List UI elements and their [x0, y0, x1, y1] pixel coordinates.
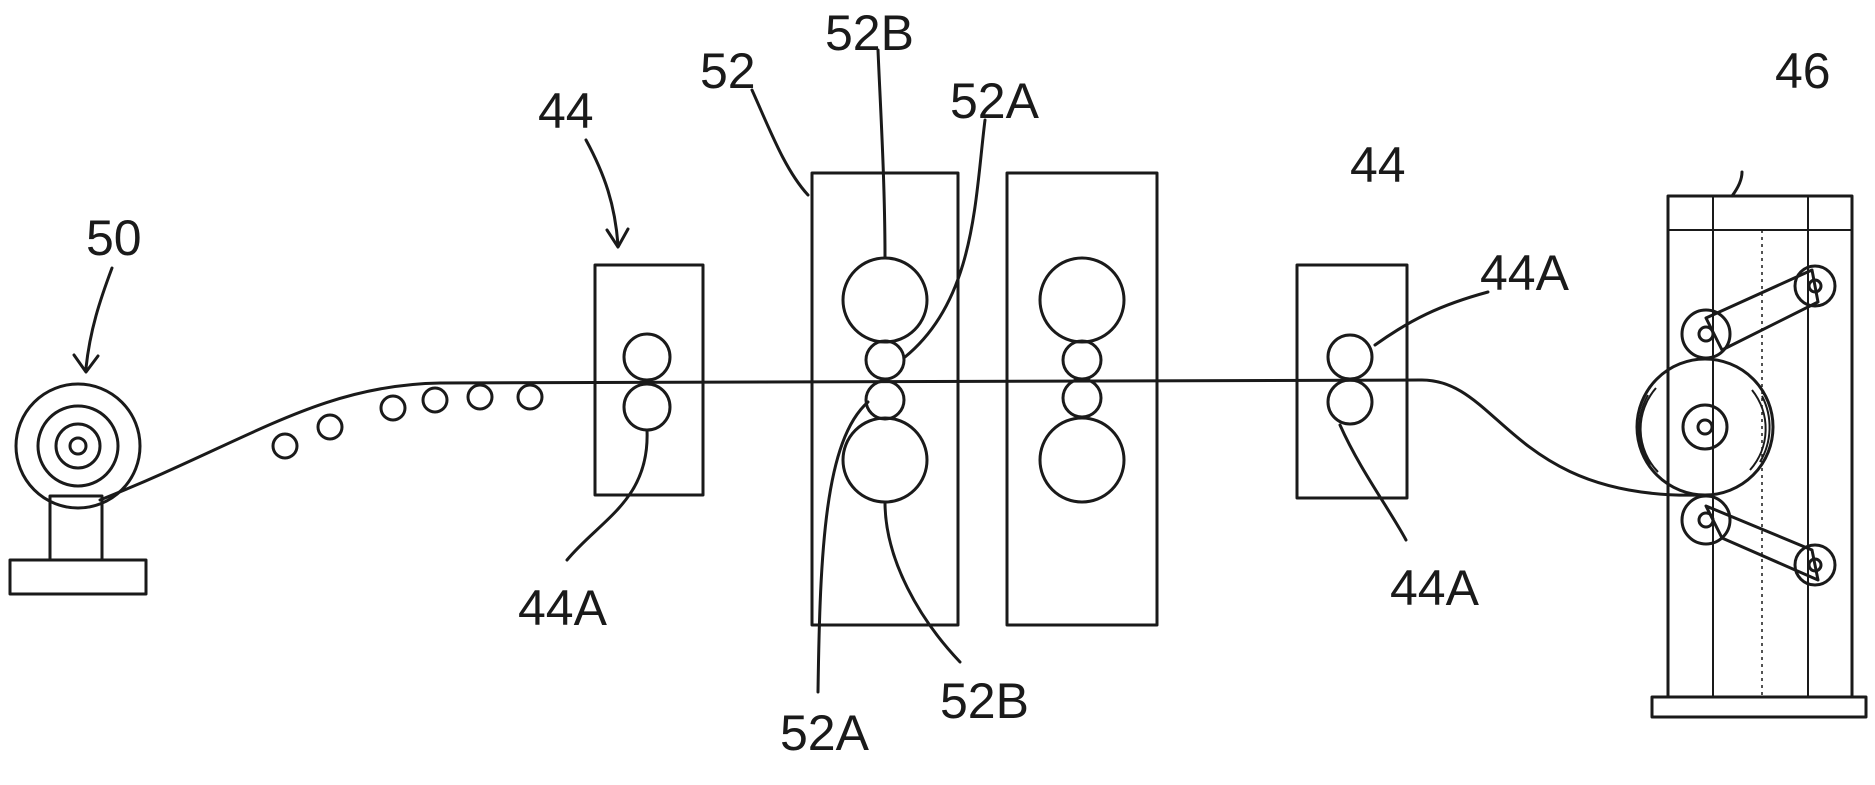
label-guide-right-upper-roller: 44A: [1480, 245, 1570, 301]
bottom-work-roll: [864, 379, 906, 421]
takeup-frame: [1666, 194, 1854, 699]
leader-52A-top: [903, 118, 987, 359]
label-guide-right-lower-roller: 44A: [1390, 560, 1480, 616]
top-backup-roll: [841, 256, 929, 344]
lower-pinch-arm: [1704, 504, 1820, 582]
idler-roll: [421, 386, 449, 414]
guide-right-upper-roller: [1326, 333, 1374, 381]
supply-reel: [8, 382, 148, 596]
reference-labels: 50 44 44A 52 52B 52A 52A 52B 44 44A 44A …: [86, 5, 1831, 761]
idler-roll-row: [271, 383, 544, 460]
supply-reel-hub: [68, 436, 88, 456]
lower-pinch-roll: [1680, 494, 1732, 546]
bottom-backup-roll: [1038, 416, 1126, 504]
guide-stand-left-housing: [593, 263, 705, 497]
idler-roll: [516, 383, 544, 411]
strip-material: [98, 378, 1702, 502]
label-guide-right: 44: [1350, 137, 1406, 193]
supply-reel-outer: [14, 382, 142, 510]
label-press-top-work: 52A: [950, 73, 1040, 129]
leader-lines: [72, 48, 1744, 694]
rolling-stand-second: [1005, 171, 1159, 627]
upper-arm-pivot: [1793, 264, 1837, 308]
rolling-stand-first: [810, 171, 960, 627]
lower-arm-pin: [1807, 557, 1823, 573]
label-press-top-backup: 52B: [825, 5, 914, 61]
guide-left-upper-roller: [622, 332, 672, 382]
label-takeup-unit: 46: [1775, 43, 1831, 99]
lower-pinch-roll-hub: [1697, 511, 1715, 529]
upper-pinch-arm: [1704, 268, 1820, 352]
leader-50: [84, 266, 114, 370]
leader-44-left: [584, 138, 620, 247]
guide-right-lower-roller: [1326, 378, 1374, 426]
guide-left-lower-roller: [622, 382, 672, 432]
takeup-coil: [1635, 357, 1775, 497]
label-press-stand: 52: [700, 43, 756, 99]
leader-52B-bottom: [883, 500, 962, 664]
idler-roll: [379, 394, 407, 422]
upper-arm-pin: [1807, 278, 1823, 294]
takeup-coil-wind: [1639, 387, 1659, 473]
guide-stand-right: [1295, 263, 1409, 500]
bottom-work-roll: [1061, 377, 1103, 419]
leader-44A-right-top: [1373, 290, 1490, 347]
top-work-roll: [1061, 339, 1103, 381]
leader-52: [750, 88, 810, 197]
bottom-backup-roll: [841, 416, 929, 504]
takeup-coil-core: [1681, 403, 1729, 451]
leader-46: [1730, 170, 1744, 198]
lower-arm-pivot: [1793, 543, 1837, 587]
label-press-bottom-backup: 52B: [940, 673, 1029, 729]
leader-44A-left: [565, 428, 649, 562]
takeup-coil-wind: [1638, 394, 1651, 466]
takeup-coil-wind: [1749, 389, 1767, 471]
takeup-coil-wind: [1759, 395, 1771, 463]
upper-pinch-roll-hub: [1697, 325, 1715, 343]
top-backup-roll: [1038, 256, 1126, 344]
rolling-stand-first-housing: [810, 171, 960, 627]
label-supply-reel: 50: [86, 210, 142, 266]
label-guide-left: 44: [538, 83, 594, 139]
label-press-bottom-work: 52A: [780, 705, 870, 761]
guide-stand-left: [593, 263, 705, 497]
arrowhead-50: [72, 353, 100, 374]
supply-reel-base: [8, 558, 148, 596]
supply-reel-pedestal: [48, 494, 104, 562]
label-guide-left-rollers: 44A: [518, 580, 608, 636]
arrowhead-44-left: [605, 227, 630, 249]
takeup-base: [1650, 695, 1868, 719]
takeup-unit: [1635, 194, 1868, 719]
guide-stand-right-housing: [1295, 263, 1409, 500]
leader-52B-top: [876, 48, 887, 260]
idler-roll: [316, 413, 344, 441]
top-work-roll: [864, 339, 906, 381]
supply-reel-middle: [36, 404, 120, 488]
idler-roll: [271, 432, 299, 460]
supply-reel-inner: [54, 422, 102, 470]
rolling-stand-second-housing: [1005, 171, 1159, 627]
leader-44A-right-bottom: [1338, 423, 1408, 542]
takeup-coil-hub: [1696, 418, 1714, 436]
leader-52A-bottom: [816, 400, 870, 694]
idler-roll: [466, 383, 494, 411]
